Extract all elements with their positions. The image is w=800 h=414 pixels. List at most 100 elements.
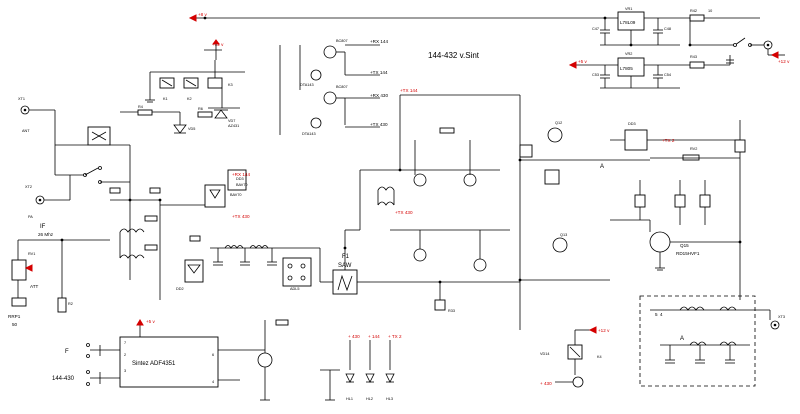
k1-label: K1 [163, 97, 168, 101]
if-label: IF [40, 224, 46, 230]
bc807-label-2: BC807 [336, 85, 348, 89]
filter-tap-4: 4 [660, 312, 663, 317]
r43-label: R43 [690, 55, 697, 59]
r42-value: 10 [708, 9, 712, 13]
label-rx144-top: +RX 144 [370, 39, 388, 44]
label-plus144: + 144 [368, 334, 380, 339]
supply-rail-8v: +8 v [188, 12, 620, 22]
rv2-label: RV2 [690, 147, 697, 151]
resistor-pair-r4-r6: R4 R6 VD5 [120, 105, 213, 134]
if-freq-label: 26 Mhz [38, 232, 54, 237]
supply-label-5v-synth: +5 v [146, 319, 156, 324]
ground-symbols [145, 95, 665, 401]
lowpass-filter-l1-l3 [210, 245, 320, 266]
antenna-input: XT1 ANT [18, 97, 130, 175]
mixer-block [109, 145, 210, 300]
relay-k4: K4 +12 v + 430 VD14 [540, 326, 610, 388]
pa-input: XT2 PA [25, 166, 130, 219]
c54-label: C54 [664, 73, 671, 77]
rv1-label: RV1 [28, 252, 35, 256]
synth-pin-4: 4 [212, 380, 214, 384]
r42-label: R42 [690, 9, 697, 13]
synth-pin-7: 7 [124, 341, 126, 345]
hl2-label: HL2 [366, 397, 373, 401]
r2-label: R2 [68, 302, 73, 306]
c48-label: C48 [664, 27, 671, 31]
dd3-label: DD3 [236, 177, 244, 181]
label-tx144-amp: +TX 144 [400, 88, 418, 93]
if-att-block: IF 26 Mhz ATT RV1 RRP1 50 R2 [8, 224, 110, 327]
hl3-label: HL3 [386, 397, 393, 401]
saw-filter-f1: F1 SAW [319, 230, 370, 295]
vr2-type: L7805 [620, 66, 633, 71]
band-label: 144-430 [52, 376, 75, 382]
node-a-label-2: A [680, 336, 684, 342]
xt1-label: XT1 [18, 97, 25, 101]
pa-stage-q15: DD3 +TX 2 RV2 Q15 RD15HVF1 [610, 120, 746, 300]
rrp1-value: 50 [12, 322, 18, 327]
junction-dots [60, 16, 742, 284]
supply-label-12v-in: +12 v [778, 59, 790, 64]
q15-label: Q15 [680, 243, 689, 248]
dta-label-1: DTA143 [300, 83, 314, 87]
synth-pin-3: 3 [124, 369, 126, 373]
regulator-vr2: +5 v L7805 VR2 C53 C54 R43 [568, 52, 730, 89]
att-label: ATT [30, 284, 39, 289]
adl5-module: ADL5 [282, 257, 312, 291]
pa-label: PA [28, 215, 33, 219]
bc807-label-1: BC807 [336, 39, 348, 43]
dta-label-2: DTA143 [302, 132, 316, 136]
schematic-title: 144-432 v.Sint [428, 51, 480, 60]
label-tx430-amp: +TX 430 [395, 210, 413, 215]
if-amplifier-chain: +TX 144 [345, 88, 520, 231]
q15-type: RD15HVF1 [676, 251, 700, 256]
output-filter: 5 4 A XT3 [639, 295, 785, 387]
xt2-label: XT2 [25, 185, 32, 189]
diode-array-dd: DD1 BAV70 DD2 DD3 BAV70 +RX 144 +TX 430 [176, 169, 250, 291]
supply-label-12v-k: +12 v [212, 42, 224, 47]
led-indicators: + 430 + 144 + TX 2 HL1 HL2 HL3 [257, 319, 402, 401]
xt3-label: XT3 [778, 315, 785, 319]
q12-label: Q12 [555, 121, 562, 125]
label-rx430-top: +RX 430 [370, 93, 388, 98]
synth-pin-2: 2 [124, 353, 126, 357]
rrp1-label: RRP1 [8, 314, 21, 319]
synth-pin-6: 6 [212, 353, 214, 357]
driver-stage: Q12 Q13 A [519, 95, 650, 330]
vd7-label: VD7 [228, 119, 235, 123]
label-tx430-mid: +TX 430 [232, 214, 250, 219]
label-tx430-top: +TX 430 [370, 122, 388, 127]
dd-right-label: DD3 [628, 122, 636, 126]
label-plus430-k4: + 430 [540, 381, 552, 386]
label-tx144-top: +TX 144 [370, 70, 388, 75]
node-a-label: A [600, 164, 604, 170]
r6-label: R6 [198, 107, 203, 111]
r4-label: R4 [138, 105, 143, 109]
dd1-type: BAV70 [230, 193, 242, 197]
r33-label: R33 [448, 309, 455, 313]
f-label: F [65, 349, 69, 355]
k4-label: K4 [597, 355, 602, 359]
k3-label: K3 [228, 83, 233, 87]
filter-tap-5: 5 [655, 312, 658, 317]
relay-block-k1-k3: K1 K2 K3 +12 v VD7 AZ431 [149, 39, 245, 128]
ant-label: ANT [22, 129, 30, 133]
synth-label: Sintez ADF4351 [132, 361, 176, 367]
vr2-name: VR2 [625, 52, 632, 56]
saw-ref-label: F1 [342, 254, 350, 260]
label-rx144-mid: +RX 144 [232, 172, 250, 177]
vr1-type: L78L09 [620, 20, 636, 25]
hl1-label: HL1 [346, 397, 353, 401]
dd2-label: DD2 [176, 287, 184, 291]
label-tx2-right: +TX 2 [662, 138, 675, 143]
label-plus430: + 430 [348, 334, 360, 339]
power-input-12v: +12 v [689, 18, 790, 65]
vr1-name: VR1 [625, 7, 632, 11]
supply-label-8v: +8 v [198, 12, 208, 17]
vd14-label: VD14 [540, 352, 550, 356]
c47-label: C47 [592, 27, 599, 31]
k2-label: K2 [187, 97, 192, 101]
vd7-type: AZ431 [228, 124, 239, 128]
lower-if-stage: +TX 430 R33 [370, 210, 520, 313]
